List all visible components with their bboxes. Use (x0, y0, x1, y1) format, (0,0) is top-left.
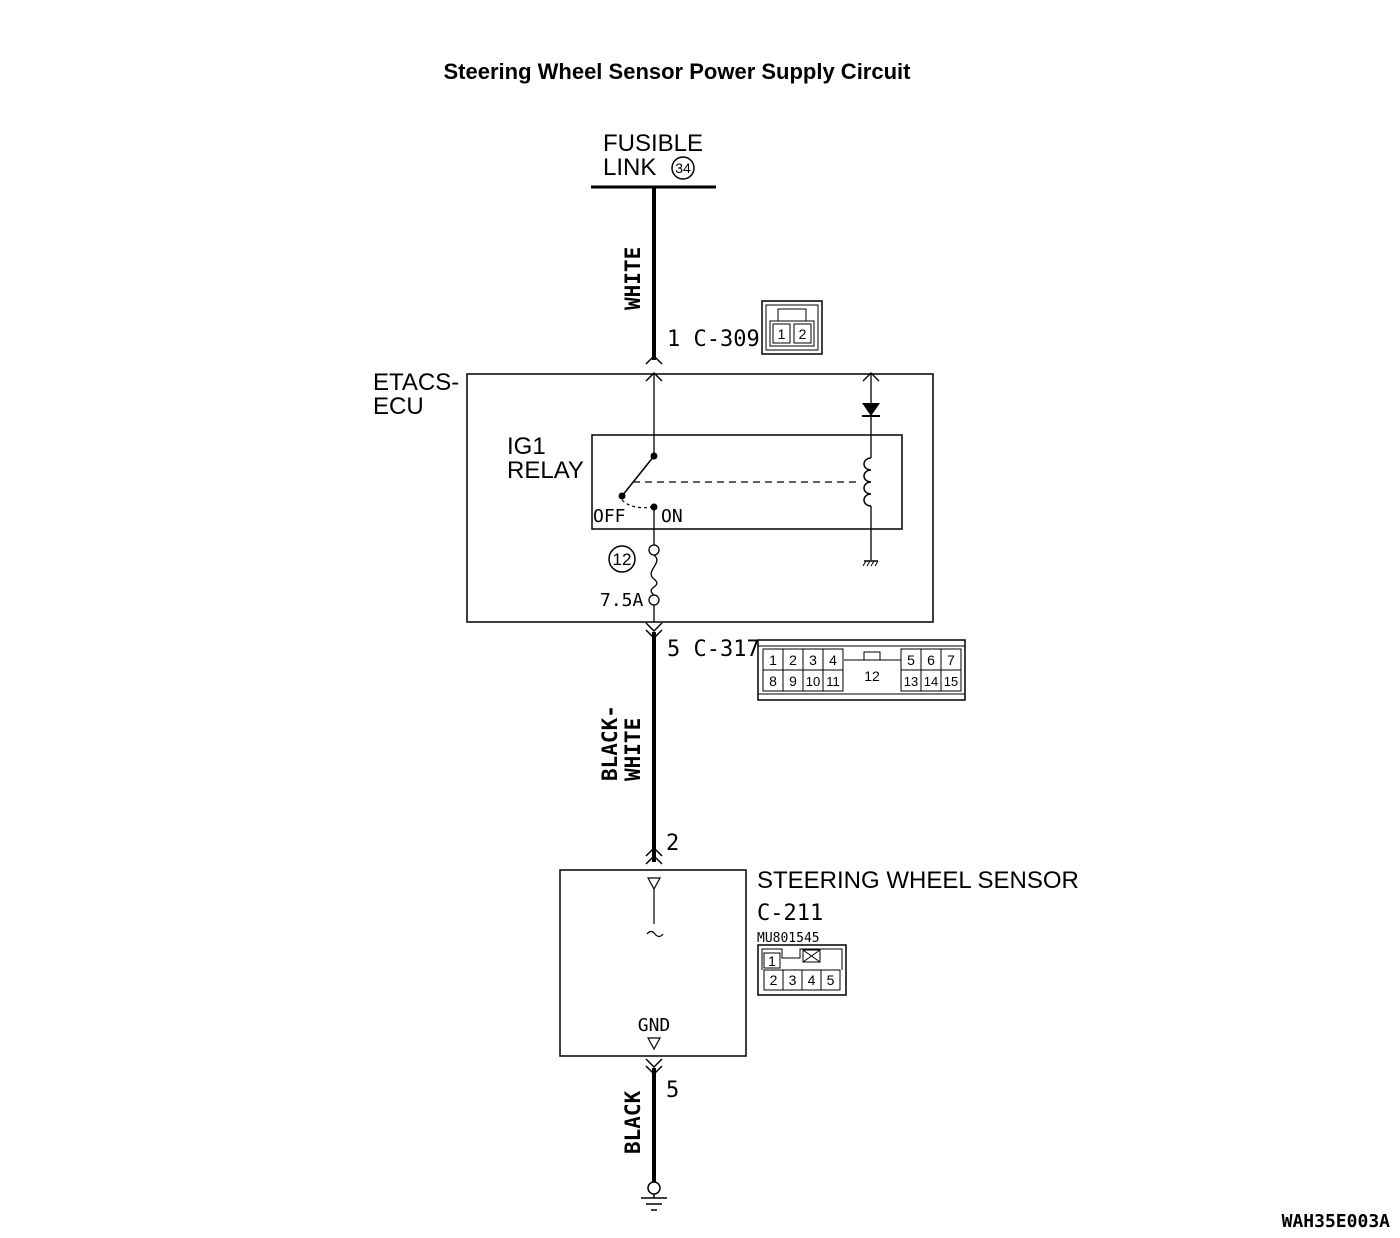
relay-off-contact (618, 492, 626, 500)
connector-c309-pin-2: 2 (799, 326, 807, 342)
ig1-relay-label-line2: RELAY (507, 457, 584, 484)
fuse-terminal-top (648, 544, 660, 556)
etacs-ecu-box (466, 373, 934, 623)
wire-label-black: BLACK (621, 1090, 645, 1154)
c317-pin-15: 15 (944, 674, 958, 689)
fusible-link-label-line2: LINK (603, 154, 656, 181)
connector-c211-part-number: MU801545 (757, 931, 820, 946)
connector-c309-pin-1: 1 (778, 326, 786, 342)
c317-pin-4: 4 (829, 652, 837, 668)
wire-label-black-white-line2: WHITE (621, 718, 645, 781)
fuse-rating: 7.5A (600, 590, 644, 611)
connector-c211-name: C-211 (757, 901, 823, 926)
fusible-link: FUSIBLE LINK 34 (591, 130, 716, 189)
coil-ground-icon (862, 560, 879, 567)
c211-pin-2: 2 (770, 972, 778, 988)
etacs-ecu-label-line1: ETACS- (373, 369, 459, 396)
c317-pin-9: 9 (789, 673, 797, 689)
c317-pin-14: 14 (924, 674, 938, 689)
ig1-relay-label-line1: IG1 (507, 433, 546, 460)
wire-label-white: WHITE (621, 247, 645, 310)
ground-connector-arrow-upper (645, 1058, 663, 1069)
connector-c317: 1 2 3 4 5 6 7 8 9 10 11 12 13 14 15 (757, 639, 966, 701)
fusible-link-number: 34 (675, 160, 691, 176)
c211-pin-5: 5 (827, 972, 835, 988)
c317-pin-3: 3 (809, 652, 817, 668)
connector-c211-shell (757, 944, 847, 996)
ig1-relay-box (591, 434, 903, 530)
c317-pin-12: 12 (864, 668, 880, 684)
sensor-pin-5-label: 5 (666, 1078, 679, 1103)
steering-wheel-sensor-label: STEERING WHEEL SENSOR (757, 867, 1079, 894)
steering-wheel-sensor: GND STEERING WHEEL SENSOR C-211 MU801545 (559, 867, 1079, 1057)
c317-pin-6: 6 (927, 652, 935, 668)
relay-on-label: ON (661, 506, 683, 527)
connector-c317-label: 5 C-317 (667, 637, 760, 662)
relay-coil (863, 457, 872, 507)
sensor-connector-arrow-lower (645, 854, 663, 865)
c317-pin-13: 13 (904, 674, 918, 689)
c317-pin-2: 2 (789, 652, 797, 668)
fuse-number: 12 (613, 550, 632, 569)
fuse-element (650, 554, 658, 596)
c211-pin-3: 3 (789, 972, 797, 988)
relay-off-label: OFF (593, 506, 626, 527)
connector-c309-arrow-upper (645, 354, 663, 365)
connector-c317-shell (757, 639, 966, 701)
diode-symbol (862, 403, 880, 416)
c317-pin-11: 11 (826, 674, 840, 689)
c317-pin-7: 7 (947, 652, 955, 668)
connector-c309: 1 C-309 1 2 (645, 300, 823, 382)
c317-pin-8: 8 (769, 673, 777, 689)
sensor-connector-arrow-upper (645, 846, 663, 857)
wire-label-black-white-line1: BLACK- (598, 705, 622, 781)
diagram-title: Steering Wheel Sensor Power Supply Circu… (444, 59, 912, 84)
c211-pin-1: 1 (768, 953, 776, 969)
fusible-link-number-circle (671, 156, 695, 180)
fusible-link-label-line1: FUSIBLE (603, 130, 703, 157)
c317-pin-1: 1 (769, 652, 777, 668)
relay-switch-blade (621, 455, 655, 497)
connector-c309-arrow-lower (645, 371, 663, 382)
fuse-terminal-bottom (648, 594, 660, 606)
c211-pin-4: 4 (808, 972, 816, 988)
ground-icon (641, 1181, 667, 1211)
connector-c317-arrow-upper (645, 622, 663, 633)
c317-pin-10: 10 (806, 674, 820, 689)
etacs-ecu: ETACS- ECU IG1 RELAY OFF ON (373, 369, 934, 623)
etacs-ecu-label-line2: ECU (373, 393, 424, 420)
c317-pin-5: 5 (907, 652, 915, 668)
figure-code: WAH35E003A (1282, 1211, 1391, 1232)
connector-c309-label: 1 C-309 (667, 327, 760, 352)
connector-c211: 1 2 3 4 5 (757, 944, 847, 996)
fuse-number-circle (608, 545, 636, 573)
connector-c309-shell (761, 300, 823, 355)
steering-wheel-sensor-box (559, 869, 747, 1057)
sensor-gnd-label: GND (638, 1015, 671, 1036)
sensor-pin-2-label: 2 (666, 831, 679, 856)
